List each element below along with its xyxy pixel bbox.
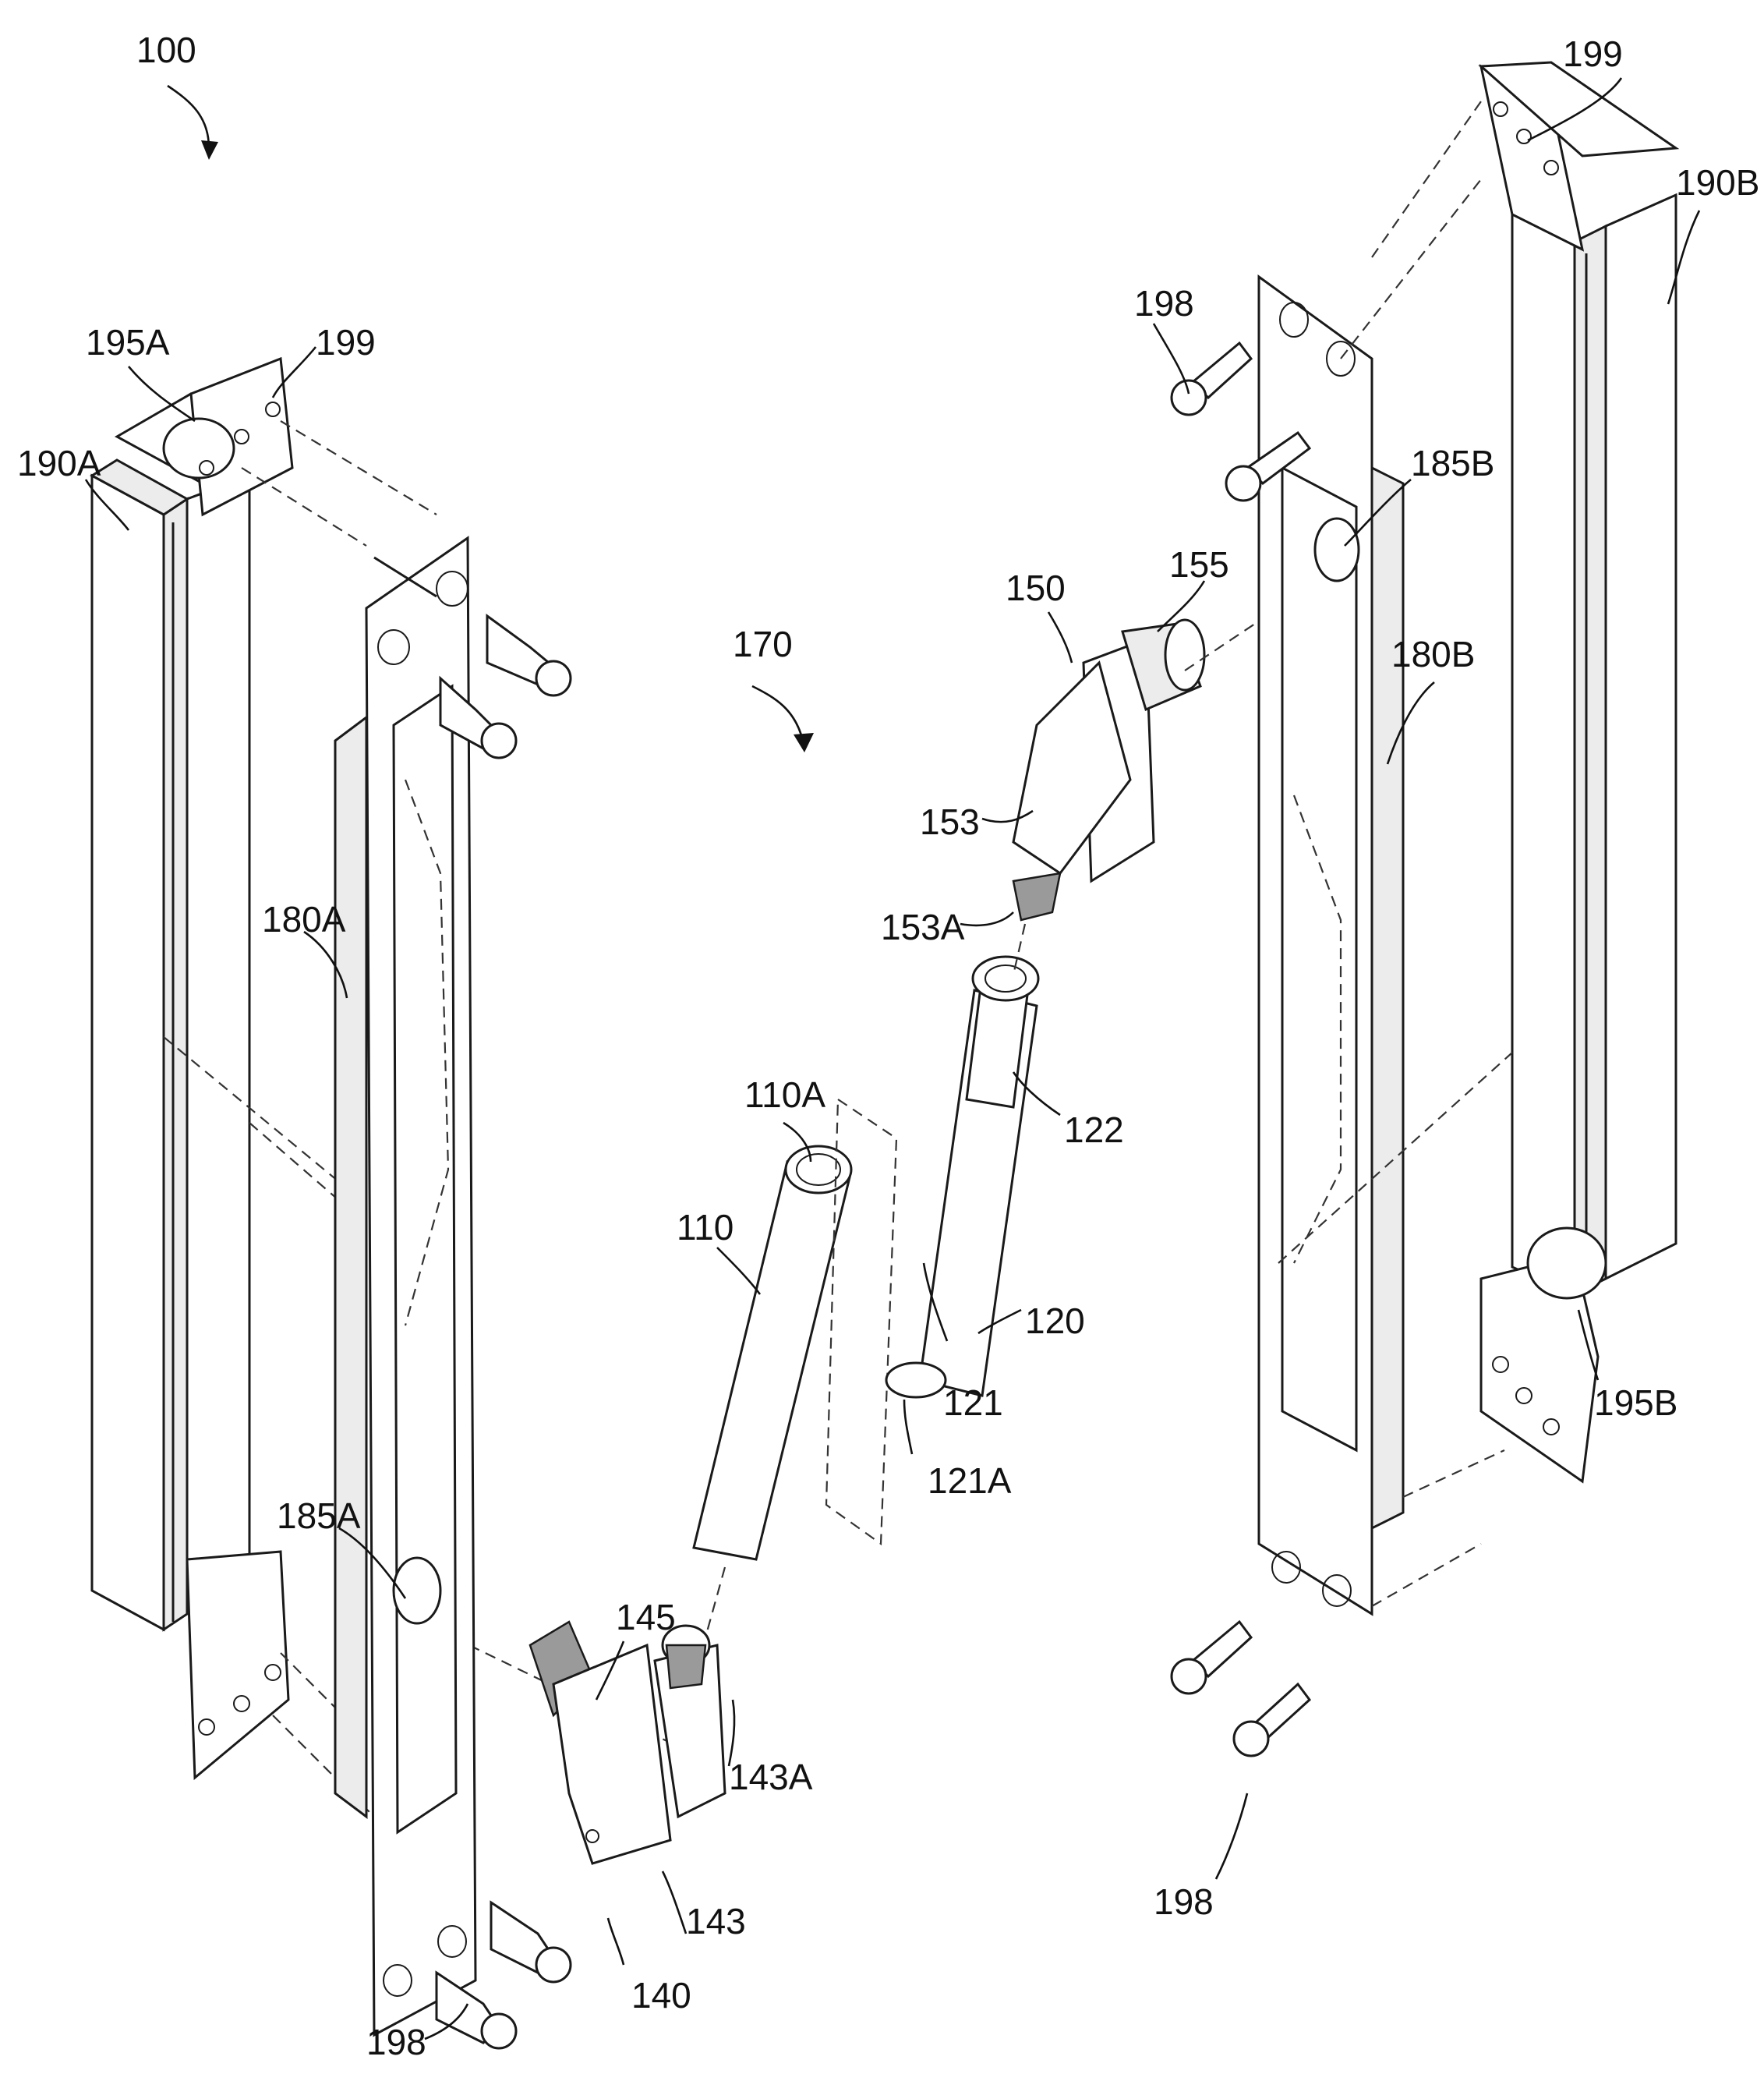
ref-label-121: 121	[943, 1382, 1003, 1423]
ref-label-198-right-top: 198	[1134, 283, 1194, 324]
ref-label-120: 120	[1025, 1301, 1085, 1341]
ref-label-170: 170	[733, 624, 793, 664]
ref-label-110a: 110A	[744, 1074, 825, 1115]
ref-label-100: 100	[136, 30, 196, 70]
tube-120	[886, 957, 1038, 1397]
ref-label-140: 140	[631, 1975, 691, 2016]
channel-190b	[1512, 195, 1676, 1294]
screws-right-bottom	[1172, 1622, 1310, 1756]
ref-label-198-right-bottom: 198	[1154, 1881, 1214, 1922]
ref-label-195b: 195B	[1594, 1382, 1677, 1423]
ref-label-180b: 180B	[1391, 634, 1475, 674]
ref-label-121a: 121A	[928, 1460, 1012, 1501]
ref-label-110: 110	[677, 1207, 734, 1248]
ref-label-145: 145	[616, 1597, 676, 1637]
ref-label-198-left: 198	[366, 2022, 426, 2062]
leader-lines	[86, 78, 1699, 2039]
fitting-140	[530, 1622, 725, 1863]
ref-label-185a: 185A	[277, 1495, 361, 1536]
fitting-150	[1013, 608, 1278, 975]
ref-label-199-right: 199	[1563, 34, 1623, 74]
ref-label-153a: 153A	[881, 907, 965, 947]
bracket-195b	[1481, 1228, 1606, 1481]
ref-label-153: 153	[920, 802, 980, 842]
ref-label-199-left: 199	[316, 322, 376, 363]
channel-190a	[92, 460, 249, 1630]
ref-label-190a: 190A	[17, 443, 101, 483]
plate-180b	[1259, 277, 1403, 1614]
plate-180a	[335, 538, 475, 2035]
ref-label-155: 155	[1169, 544, 1229, 585]
ref-label-190b: 190B	[1676, 162, 1759, 203]
ref-label-195a: 195A	[86, 322, 170, 363]
ref-label-180a: 180A	[262, 899, 346, 940]
bracket-bottom-190a	[187, 1552, 288, 1778]
ref-label-185b: 185B	[1411, 443, 1494, 483]
ref-label-143: 143	[686, 1901, 746, 1941]
ref-label-122: 122	[1064, 1110, 1124, 1150]
hidden-outline-120	[826, 1099, 896, 1544]
ref-label-150: 150	[1006, 568, 1066, 608]
reference-labels: 100 170 195A 199 190A 180A 185A 110A 110…	[17, 30, 1759, 2062]
ref-label-143a: 143A	[729, 1757, 813, 1797]
